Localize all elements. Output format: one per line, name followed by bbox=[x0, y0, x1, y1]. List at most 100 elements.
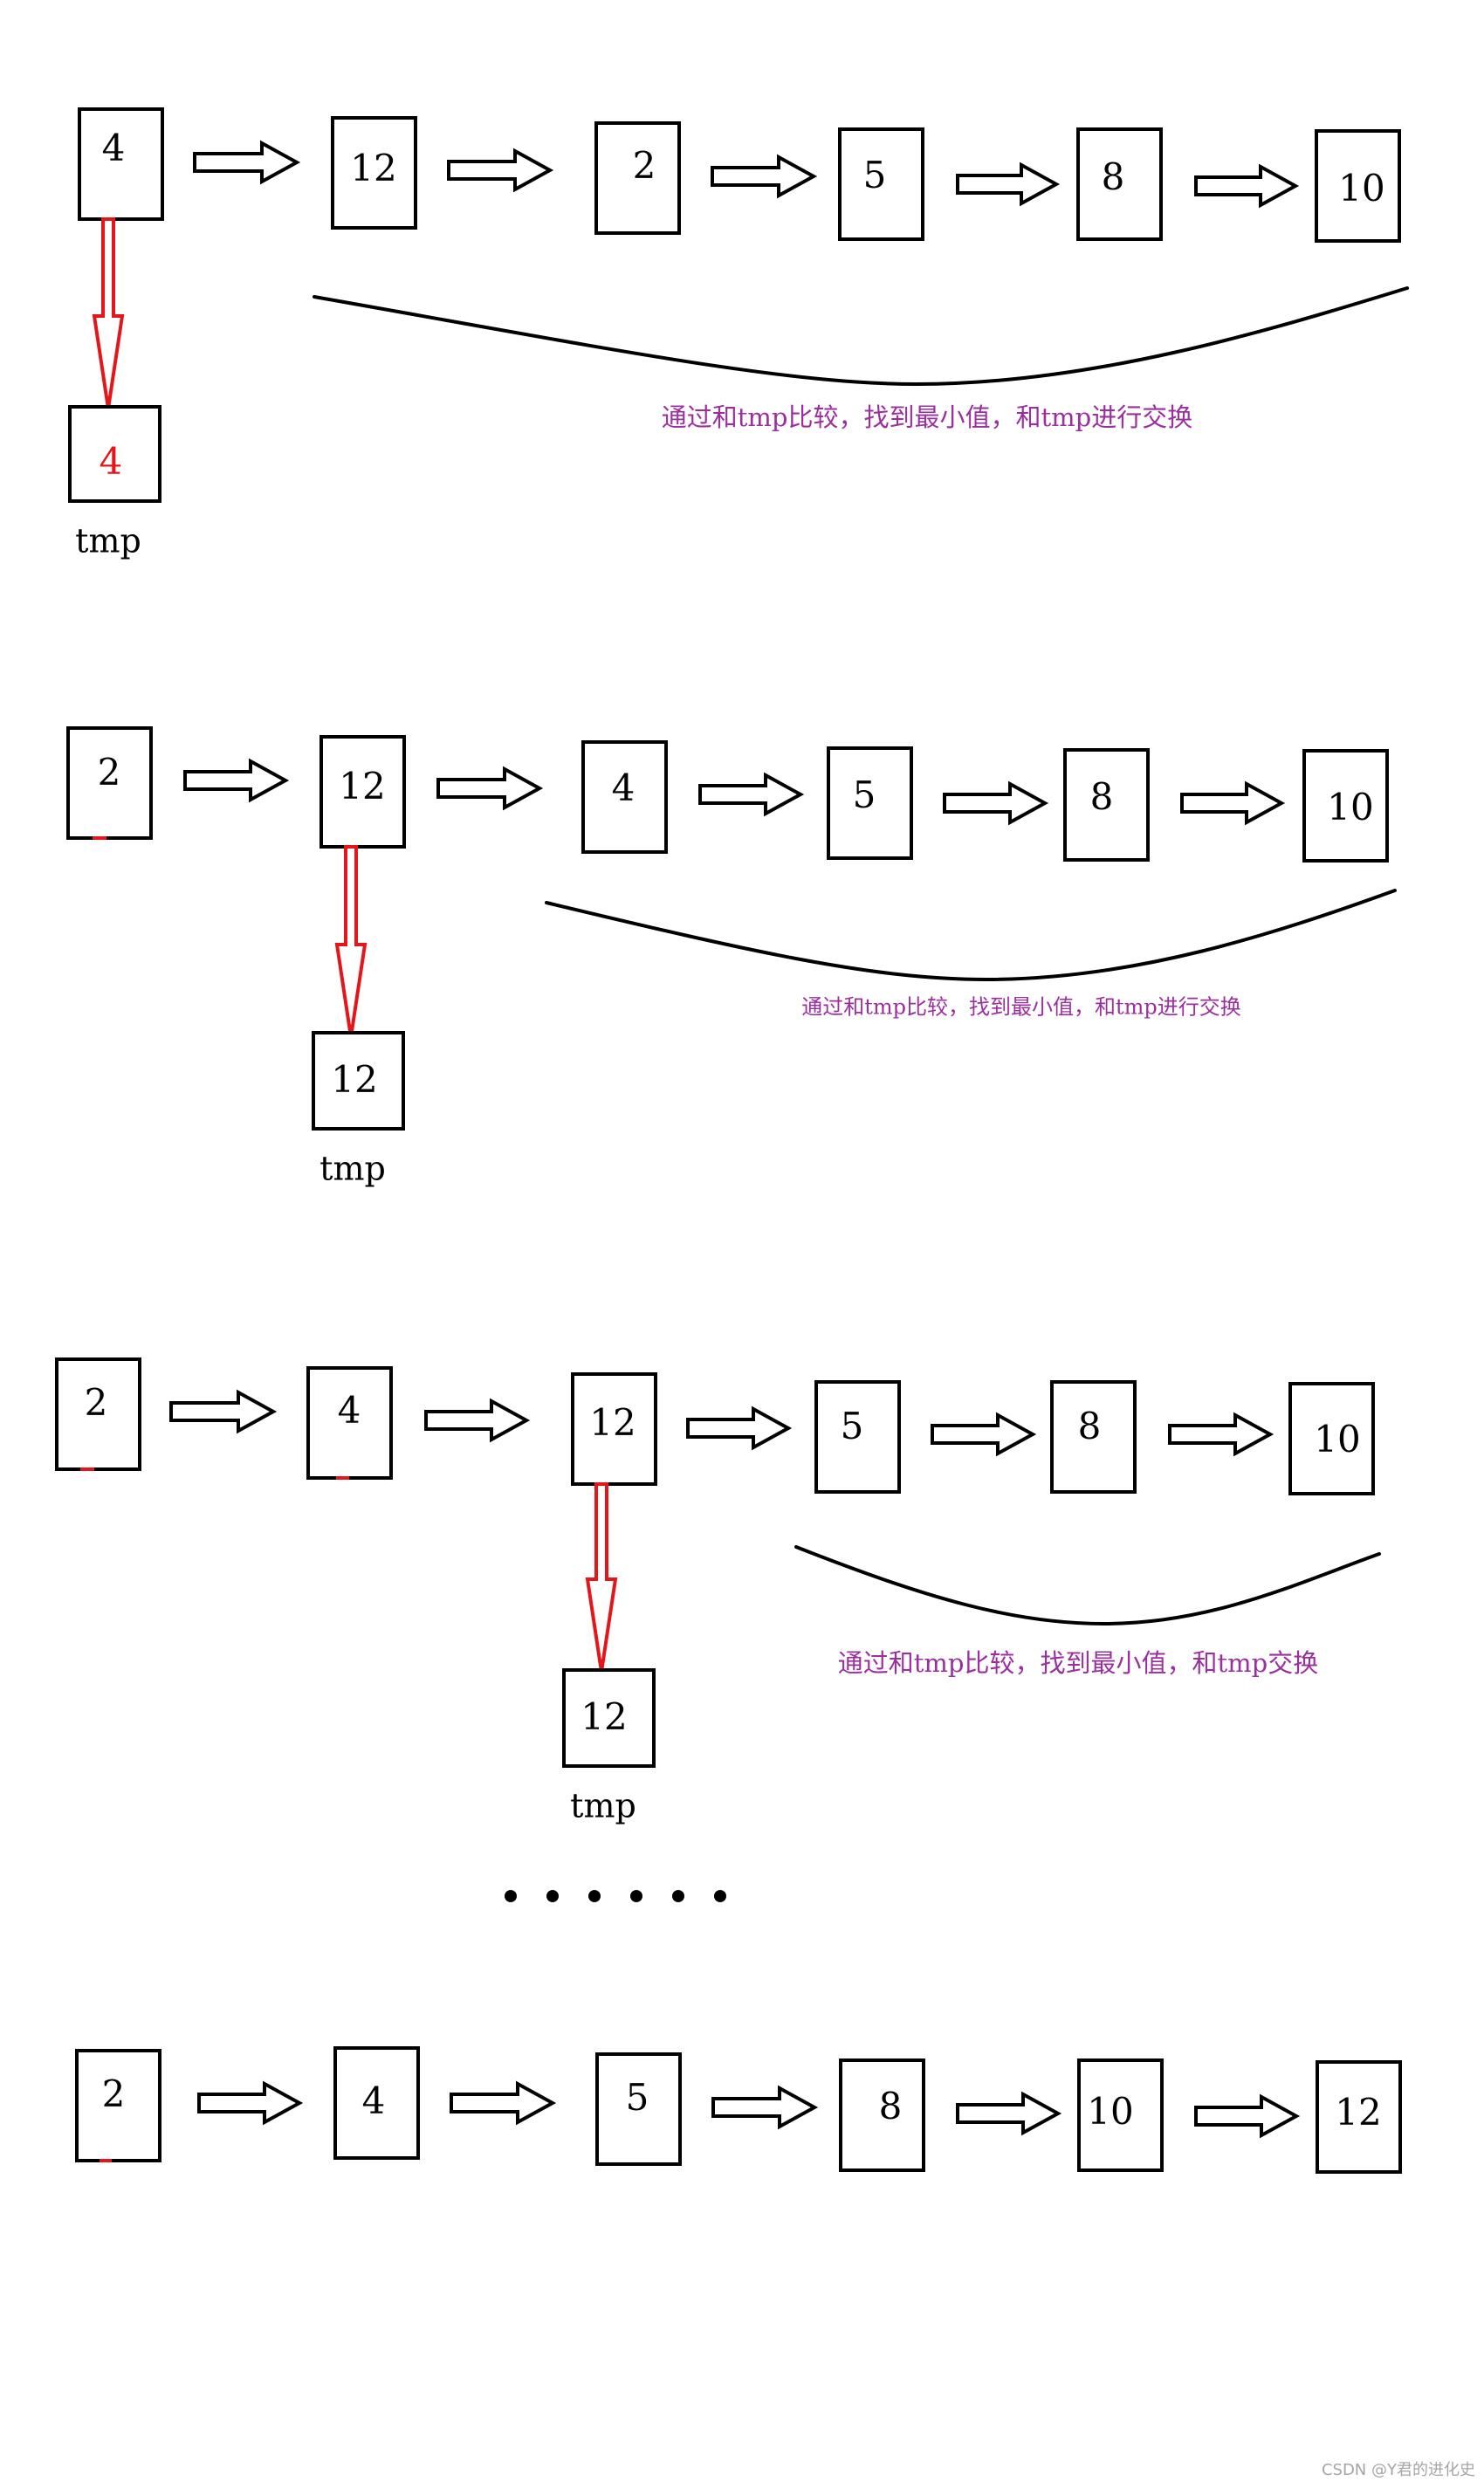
right-arrow-icon bbox=[711, 154, 818, 199]
row-3: 2 4 12 5 8 10 12 tmp 通过和tmp比较，找到最小值，和tmp… bbox=[55, 1357, 1381, 1825]
right-arrow-icon bbox=[956, 2091, 1062, 2136]
node-value: 4 bbox=[102, 127, 126, 169]
node-box bbox=[319, 735, 406, 849]
row-4: 2 4 5 8 10 12 bbox=[75, 2046, 1402, 2174]
note-text: 通过和tmp比较，找到最小值，和tmp交换 bbox=[838, 1648, 1318, 1678]
node-box bbox=[1050, 1380, 1137, 1494]
node-box bbox=[78, 107, 164, 221]
node-value: 2 bbox=[102, 2072, 126, 2115]
right-arrow-icon bbox=[1180, 780, 1286, 826]
node-value: 10 bbox=[1087, 2090, 1133, 2133]
tmp-label: tmp bbox=[319, 1150, 386, 1188]
right-arrow-icon bbox=[436, 766, 544, 811]
down-arrow-icon bbox=[585, 1482, 618, 1673]
node-box bbox=[839, 2058, 925, 2172]
right-arrow-icon bbox=[450, 2080, 557, 2126]
node-value: 4 bbox=[362, 2079, 386, 2122]
node-box bbox=[331, 116, 417, 230]
node-box bbox=[333, 2046, 420, 2160]
node-box bbox=[571, 1372, 657, 1486]
tmp-label: tmp bbox=[570, 1787, 636, 1825]
note-text: 通过和tmp比较，找到最小值，和tmp进行交换 bbox=[662, 402, 1192, 432]
right-arrow-icon bbox=[169, 1389, 278, 1434]
row-1: 4 12 2 5 8 10 4 tmp 通过和tmp比较，找到最小值，和tmp进… bbox=[68, 107, 1409, 560]
node-box bbox=[1302, 749, 1389, 863]
node-value: 10 bbox=[1338, 167, 1384, 210]
node-box bbox=[1076, 127, 1163, 241]
bracket-curve bbox=[794, 1545, 1381, 1626]
bracket-curve bbox=[313, 286, 1409, 387]
node-value: 12 bbox=[350, 147, 396, 189]
right-arrow-icon bbox=[686, 1406, 793, 1451]
node-value: 5 bbox=[626, 2076, 649, 2119]
right-arrow-icon bbox=[1194, 2093, 1301, 2139]
ellipsis-dot bbox=[714, 1890, 726, 1902]
tmp-value: 12 bbox=[581, 1695, 627, 1738]
right-arrow-icon bbox=[193, 140, 301, 185]
node-value: 2 bbox=[85, 1381, 108, 1424]
ellipsis-dot bbox=[546, 1890, 559, 1902]
node-value: 8 bbox=[1078, 1405, 1102, 1447]
node-box bbox=[306, 1366, 393, 1480]
node-box bbox=[1315, 129, 1401, 243]
right-arrow-icon bbox=[1168, 1412, 1274, 1457]
ellipsis bbox=[505, 1890, 726, 1902]
right-arrow-icon bbox=[943, 780, 1049, 826]
right-arrow-icon bbox=[711, 2085, 819, 2130]
node-value: 10 bbox=[1314, 1418, 1360, 1460]
tmp-label: tmp bbox=[75, 522, 141, 560]
ellipsis-dot bbox=[672, 1890, 684, 1902]
node-box bbox=[827, 746, 913, 860]
tmp-box bbox=[312, 1031, 405, 1131]
right-arrow-icon bbox=[956, 162, 1061, 207]
tmp-value: 12 bbox=[331, 1058, 377, 1101]
node-box bbox=[55, 1357, 141, 1471]
node-value: 4 bbox=[612, 766, 636, 809]
node-value: 12 bbox=[1335, 2091, 1381, 2134]
right-arrow-icon bbox=[447, 148, 554, 193]
down-arrow-icon bbox=[334, 845, 368, 1038]
node-box bbox=[595, 2052, 682, 2166]
node-value: 10 bbox=[1327, 786, 1373, 828]
node-box bbox=[814, 1380, 901, 1494]
node-box bbox=[1288, 1382, 1375, 1495]
node-value: 5 bbox=[841, 1405, 864, 1447]
ellipsis-dot bbox=[588, 1890, 601, 1902]
node-value: 4 bbox=[338, 1389, 361, 1432]
tmp-box bbox=[562, 1668, 656, 1768]
node-box bbox=[1077, 2058, 1164, 2172]
node-box bbox=[594, 121, 681, 235]
row-2: 2 12 4 5 8 10 12 tmp 通过和tmp比较，找到最小值，和tmp… bbox=[66, 726, 1397, 1188]
watermark: CSDN @Y君的进化史 bbox=[1322, 2461, 1475, 2479]
node-value: 8 bbox=[1090, 775, 1114, 818]
node-value: 8 bbox=[1102, 155, 1125, 198]
ellipsis-dot bbox=[505, 1890, 517, 1902]
node-box bbox=[66, 726, 153, 840]
node-value: 5 bbox=[863, 154, 887, 196]
node-value: 12 bbox=[589, 1401, 636, 1444]
ellipsis-dot bbox=[630, 1890, 642, 1902]
right-arrow-icon bbox=[183, 758, 290, 803]
node-value: 12 bbox=[339, 765, 385, 808]
right-arrow-icon bbox=[197, 2080, 304, 2126]
right-arrow-icon bbox=[698, 772, 805, 817]
right-arrow-icon bbox=[424, 1398, 531, 1443]
node-box bbox=[581, 740, 668, 854]
down-arrow-icon bbox=[92, 217, 125, 409]
node-value: 5 bbox=[853, 773, 876, 816]
node-box bbox=[838, 127, 924, 241]
node-value: 2 bbox=[98, 751, 121, 794]
right-arrow-icon bbox=[1194, 163, 1300, 209]
tmp-value: 4 bbox=[100, 440, 123, 483]
note-text: 通过和tmp比较，找到最小值，和tmp进行交换 bbox=[801, 995, 1241, 1020]
tmp-box bbox=[68, 405, 161, 503]
bracket-curve bbox=[545, 889, 1397, 982]
node-value: 2 bbox=[633, 144, 656, 187]
node-value: 8 bbox=[879, 2085, 903, 2127]
right-arrow-icon bbox=[931, 1412, 1037, 1457]
node-box bbox=[1316, 2060, 1402, 2174]
node-box bbox=[1063, 748, 1150, 862]
node-box bbox=[75, 2049, 161, 2162]
